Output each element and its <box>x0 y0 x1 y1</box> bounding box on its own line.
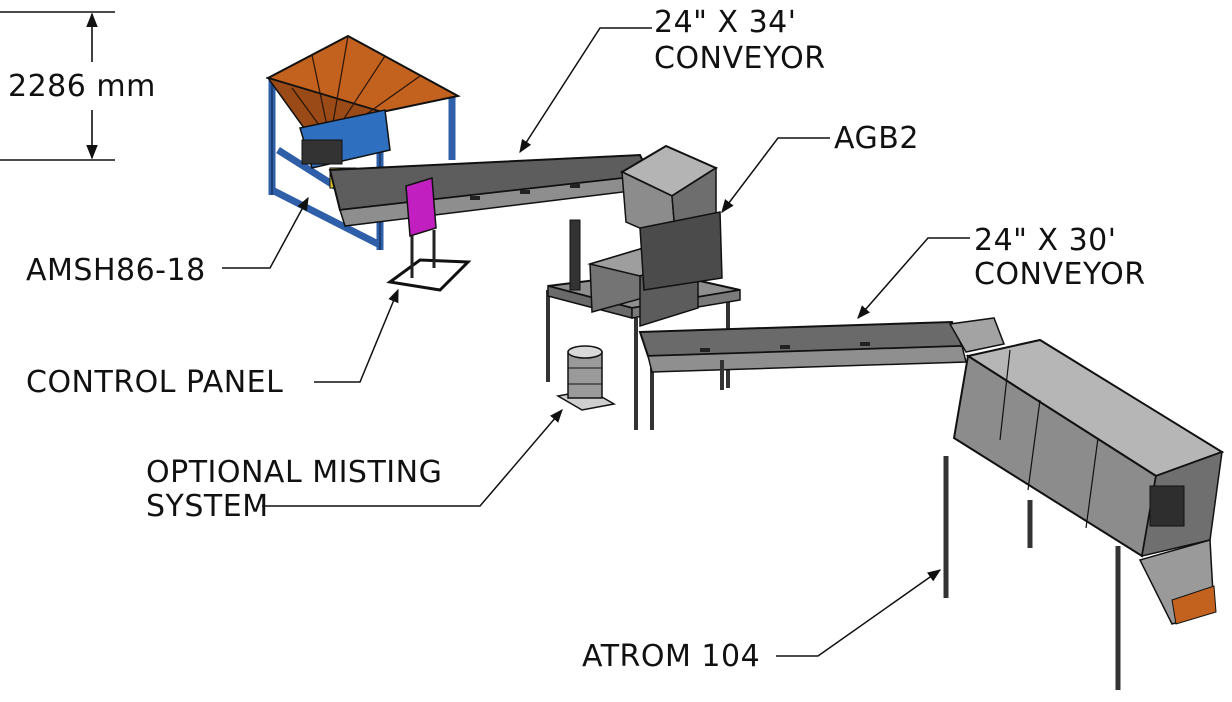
agb2-unit <box>546 144 741 430</box>
misting-system <box>555 345 617 411</box>
misting-label-line2: SYSTEM <box>146 489 269 524</box>
dimension-2286 <box>0 11 115 161</box>
control-panel <box>386 177 472 292</box>
conveyor-30-label-line1: 24" X 30' <box>974 223 1117 258</box>
agb2-label: AGB2 <box>834 121 919 156</box>
atrom-trommel <box>943 338 1225 690</box>
conveyor-30 <box>638 317 1006 390</box>
leader-lines <box>222 27 970 657</box>
control-panel-label: CONTROL PANEL <box>26 365 284 400</box>
dimension-label: 2286 mm <box>8 69 156 104</box>
atrom-label: ATROM 104 <box>582 639 761 674</box>
conveyor-34-label-line2: CONVEYOR <box>654 41 826 76</box>
conveyor-30-label-line2: CONVEYOR <box>974 257 1146 292</box>
amsh-label: AMSH86-18 <box>26 253 206 288</box>
conveyor-34-label-line1: 24" X 34' <box>654 5 797 40</box>
misting-label-line1: OPTIONAL MISTING <box>146 455 443 490</box>
